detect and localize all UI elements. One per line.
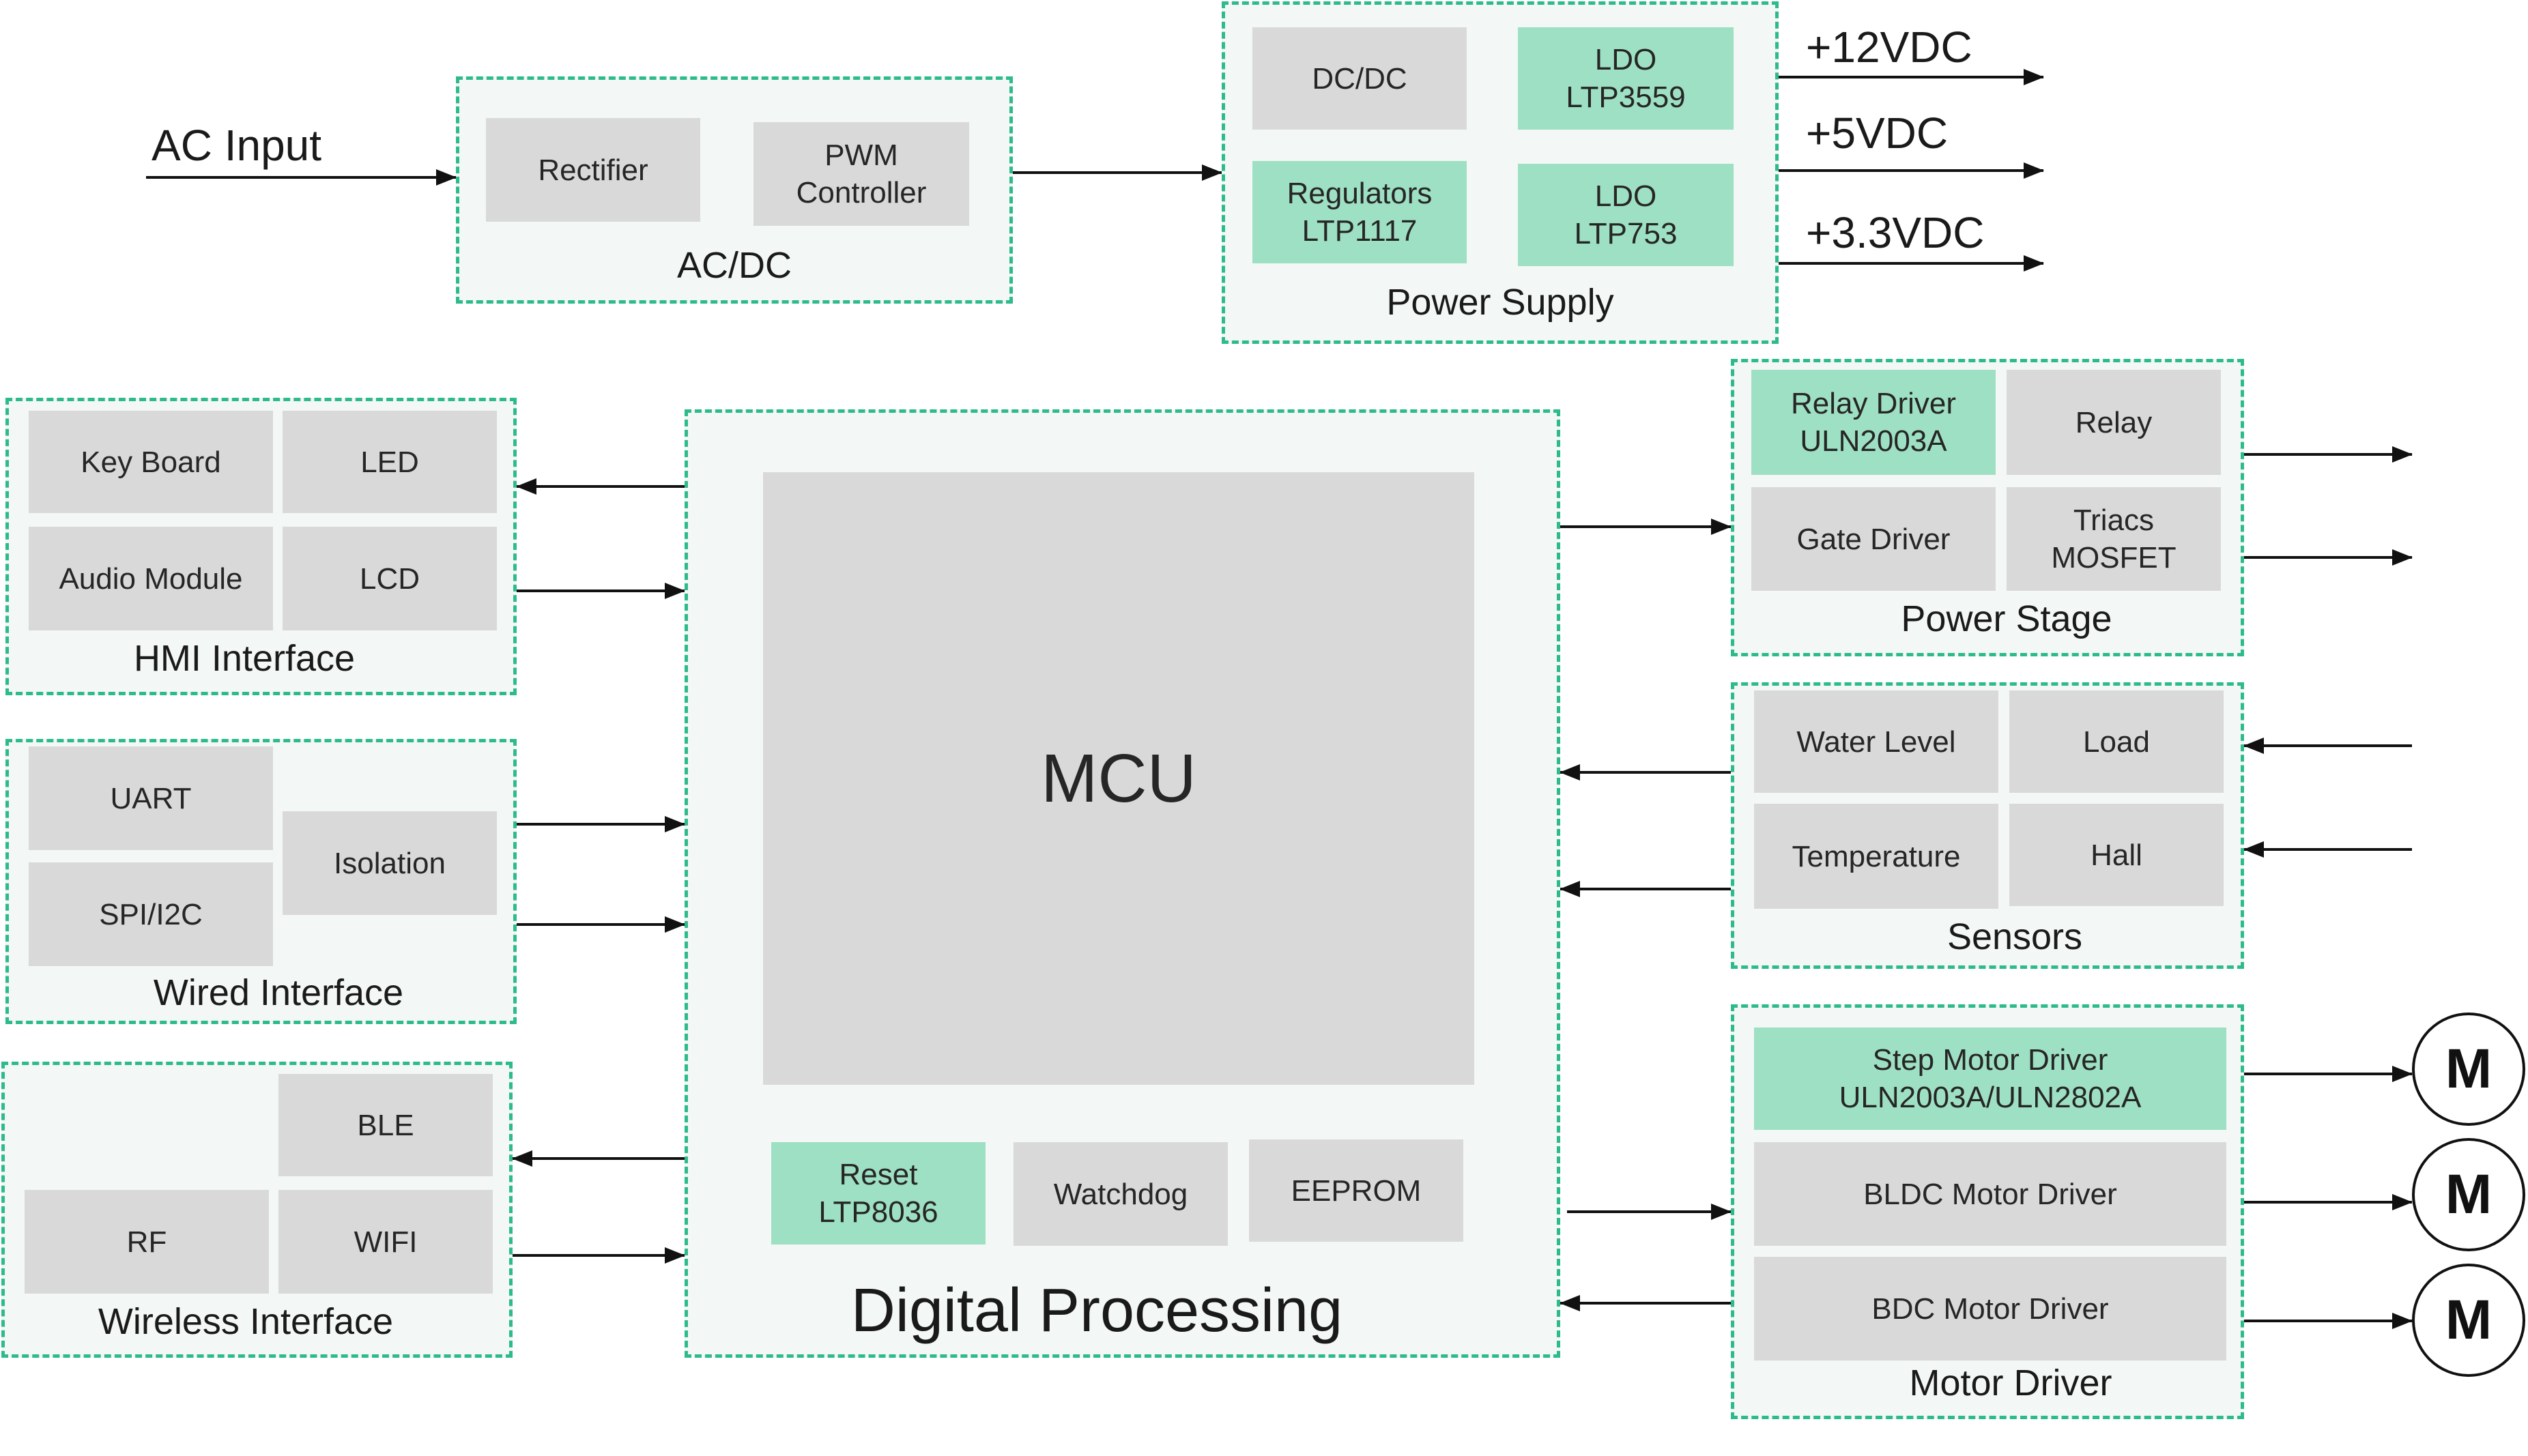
relay-block: Relay <box>2007 370 2221 475</box>
sensors-label: Sensors <box>1947 916 2083 957</box>
regulators-ltp1117-block: Regulators LTP1117 <box>1252 161 1467 263</box>
rectifier-block: Rectifier <box>486 118 700 222</box>
power-stage-label: Power Stage <box>1901 598 2112 639</box>
isolation-block: Isolation <box>283 811 497 915</box>
eeprom-block: EEPROM <box>1249 1139 1463 1242</box>
output-3v3-label: +3.3VDC <box>1806 208 1985 257</box>
mcu-block: MCU <box>763 472 1474 1085</box>
gate-driver-block: Gate Driver <box>1751 487 1996 591</box>
digital-processing-label: Digital Processing <box>850 1277 1343 1345</box>
rf-block: RF <box>25 1190 269 1294</box>
spi-i2c-block: SPI/I2C <box>29 862 273 966</box>
wifi-block: WIFI <box>278 1190 493 1294</box>
triacs-mosfet-block: Triacs MOSFET <box>2007 487 2221 591</box>
ble-block: BLE <box>278 1074 493 1176</box>
motor-driver-label: Motor Driver <box>1909 1363 2112 1403</box>
led-block: LED <box>283 411 497 513</box>
bldc-motor-driver-block: BLDC Motor Driver <box>1754 1142 2226 1246</box>
ac-input-label: AC Input <box>152 121 322 170</box>
step-motor-driver-block: Step Motor Driver ULN2003A/ULN2802A <box>1754 1028 2226 1130</box>
uart-block: UART <box>29 746 273 850</box>
dcdc-block: DC/DC <box>1252 27 1467 130</box>
power-supply-label: Power Supply <box>1386 282 1614 323</box>
lcd-block: LCD <box>283 527 497 630</box>
ldo-ltp3559-block: LDO LTP3559 <box>1518 27 1734 130</box>
reset-ltp8036-block: Reset LTP8036 <box>771 1142 986 1244</box>
wired-interface-label: Wired Interface <box>153 972 404 1013</box>
wireless-interface-label: Wireless Interface <box>98 1301 394 1342</box>
bdc-motor-driver-block: BDC Motor Driver <box>1754 1257 2226 1360</box>
output-5v-label: +5VDC <box>1806 108 1949 158</box>
watchdog-block: Watchdog <box>1014 1142 1228 1246</box>
pwm-controller-block: PWM Controller <box>753 122 969 226</box>
motor-2-icon: M <box>2412 1138 2525 1251</box>
water-level-block: Water Level <box>1754 690 1998 793</box>
hall-block: Hall <box>2009 804 2224 906</box>
output-12v-label: +12VDC <box>1806 23 1972 72</box>
load-block: Load <box>2009 690 2224 793</box>
audio-module-block: Audio Module <box>29 527 273 630</box>
temperature-block: Temperature <box>1754 804 1998 909</box>
ldo-ltp753-block: LDO LTP753 <box>1518 164 1734 266</box>
acdc-label: AC/DC <box>676 245 792 286</box>
relay-driver-block: Relay Driver ULN2003A <box>1751 370 1996 475</box>
motor-3-icon: M <box>2412 1264 2525 1377</box>
hmi-interface-label: HMI Interface <box>133 638 356 679</box>
motor-1-icon: M <box>2412 1013 2525 1126</box>
keyboard-block: Key Board <box>29 411 273 513</box>
